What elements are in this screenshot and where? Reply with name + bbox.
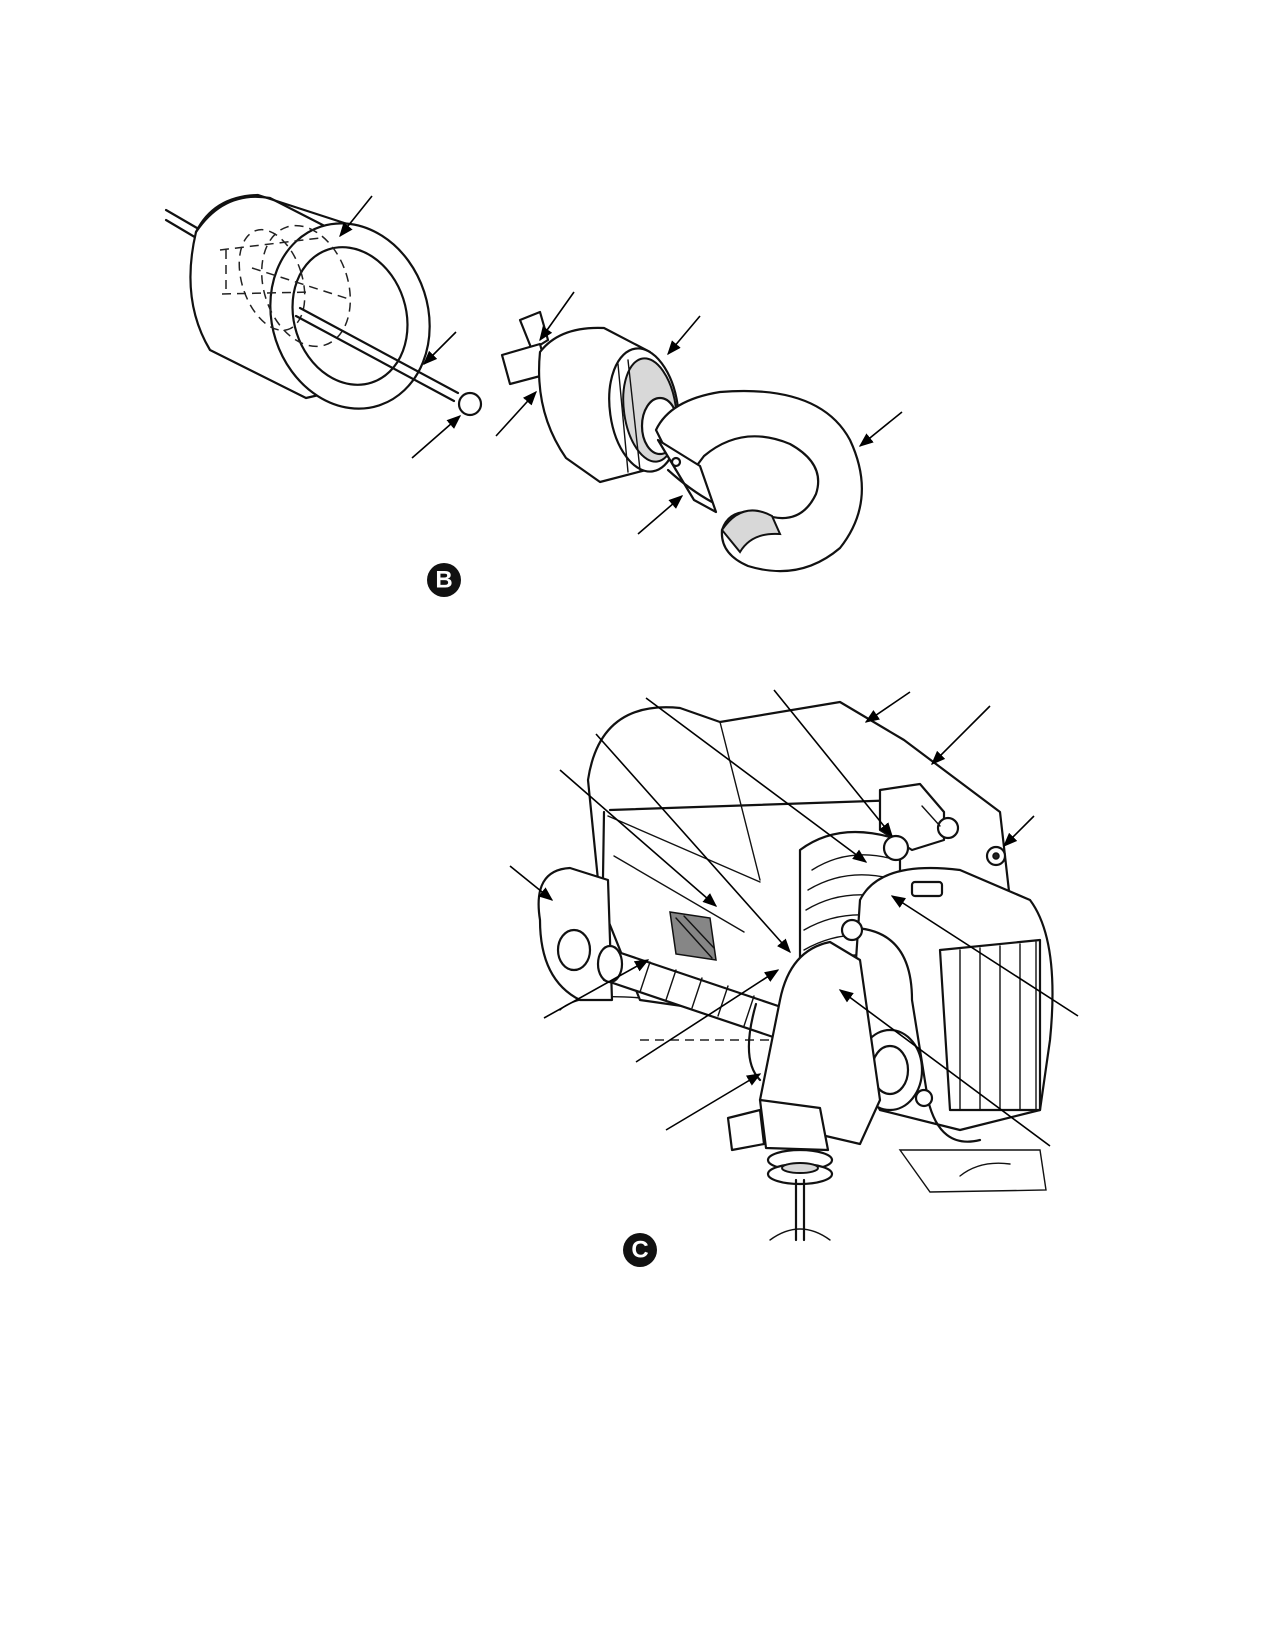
view-c-leader-lines [509,689,1079,1147]
view-c-badge: C [623,1233,657,1267]
ball-rod [294,306,483,417]
mounting-flange [537,866,614,1002]
lower-sheave [726,1098,834,1242]
hook-swivel-body [500,310,680,484]
limit-switch [878,782,960,862]
brake-pad [669,911,717,961]
view-b-hook-assembly: B [164,193,903,597]
conduit-cable [747,918,982,1143]
view-b-badge: B [427,563,461,597]
motor-gear-case [853,866,1054,1132]
view-b-badge-label: B [435,567,452,594]
view-c-hoist-assembly: C [509,689,1079,1267]
retainer-sleeve [189,193,431,410]
view-b-leader-lines [339,195,903,535]
hook [654,389,863,573]
screw-right [985,845,1007,867]
view-c-badge-label: C [631,1237,648,1264]
